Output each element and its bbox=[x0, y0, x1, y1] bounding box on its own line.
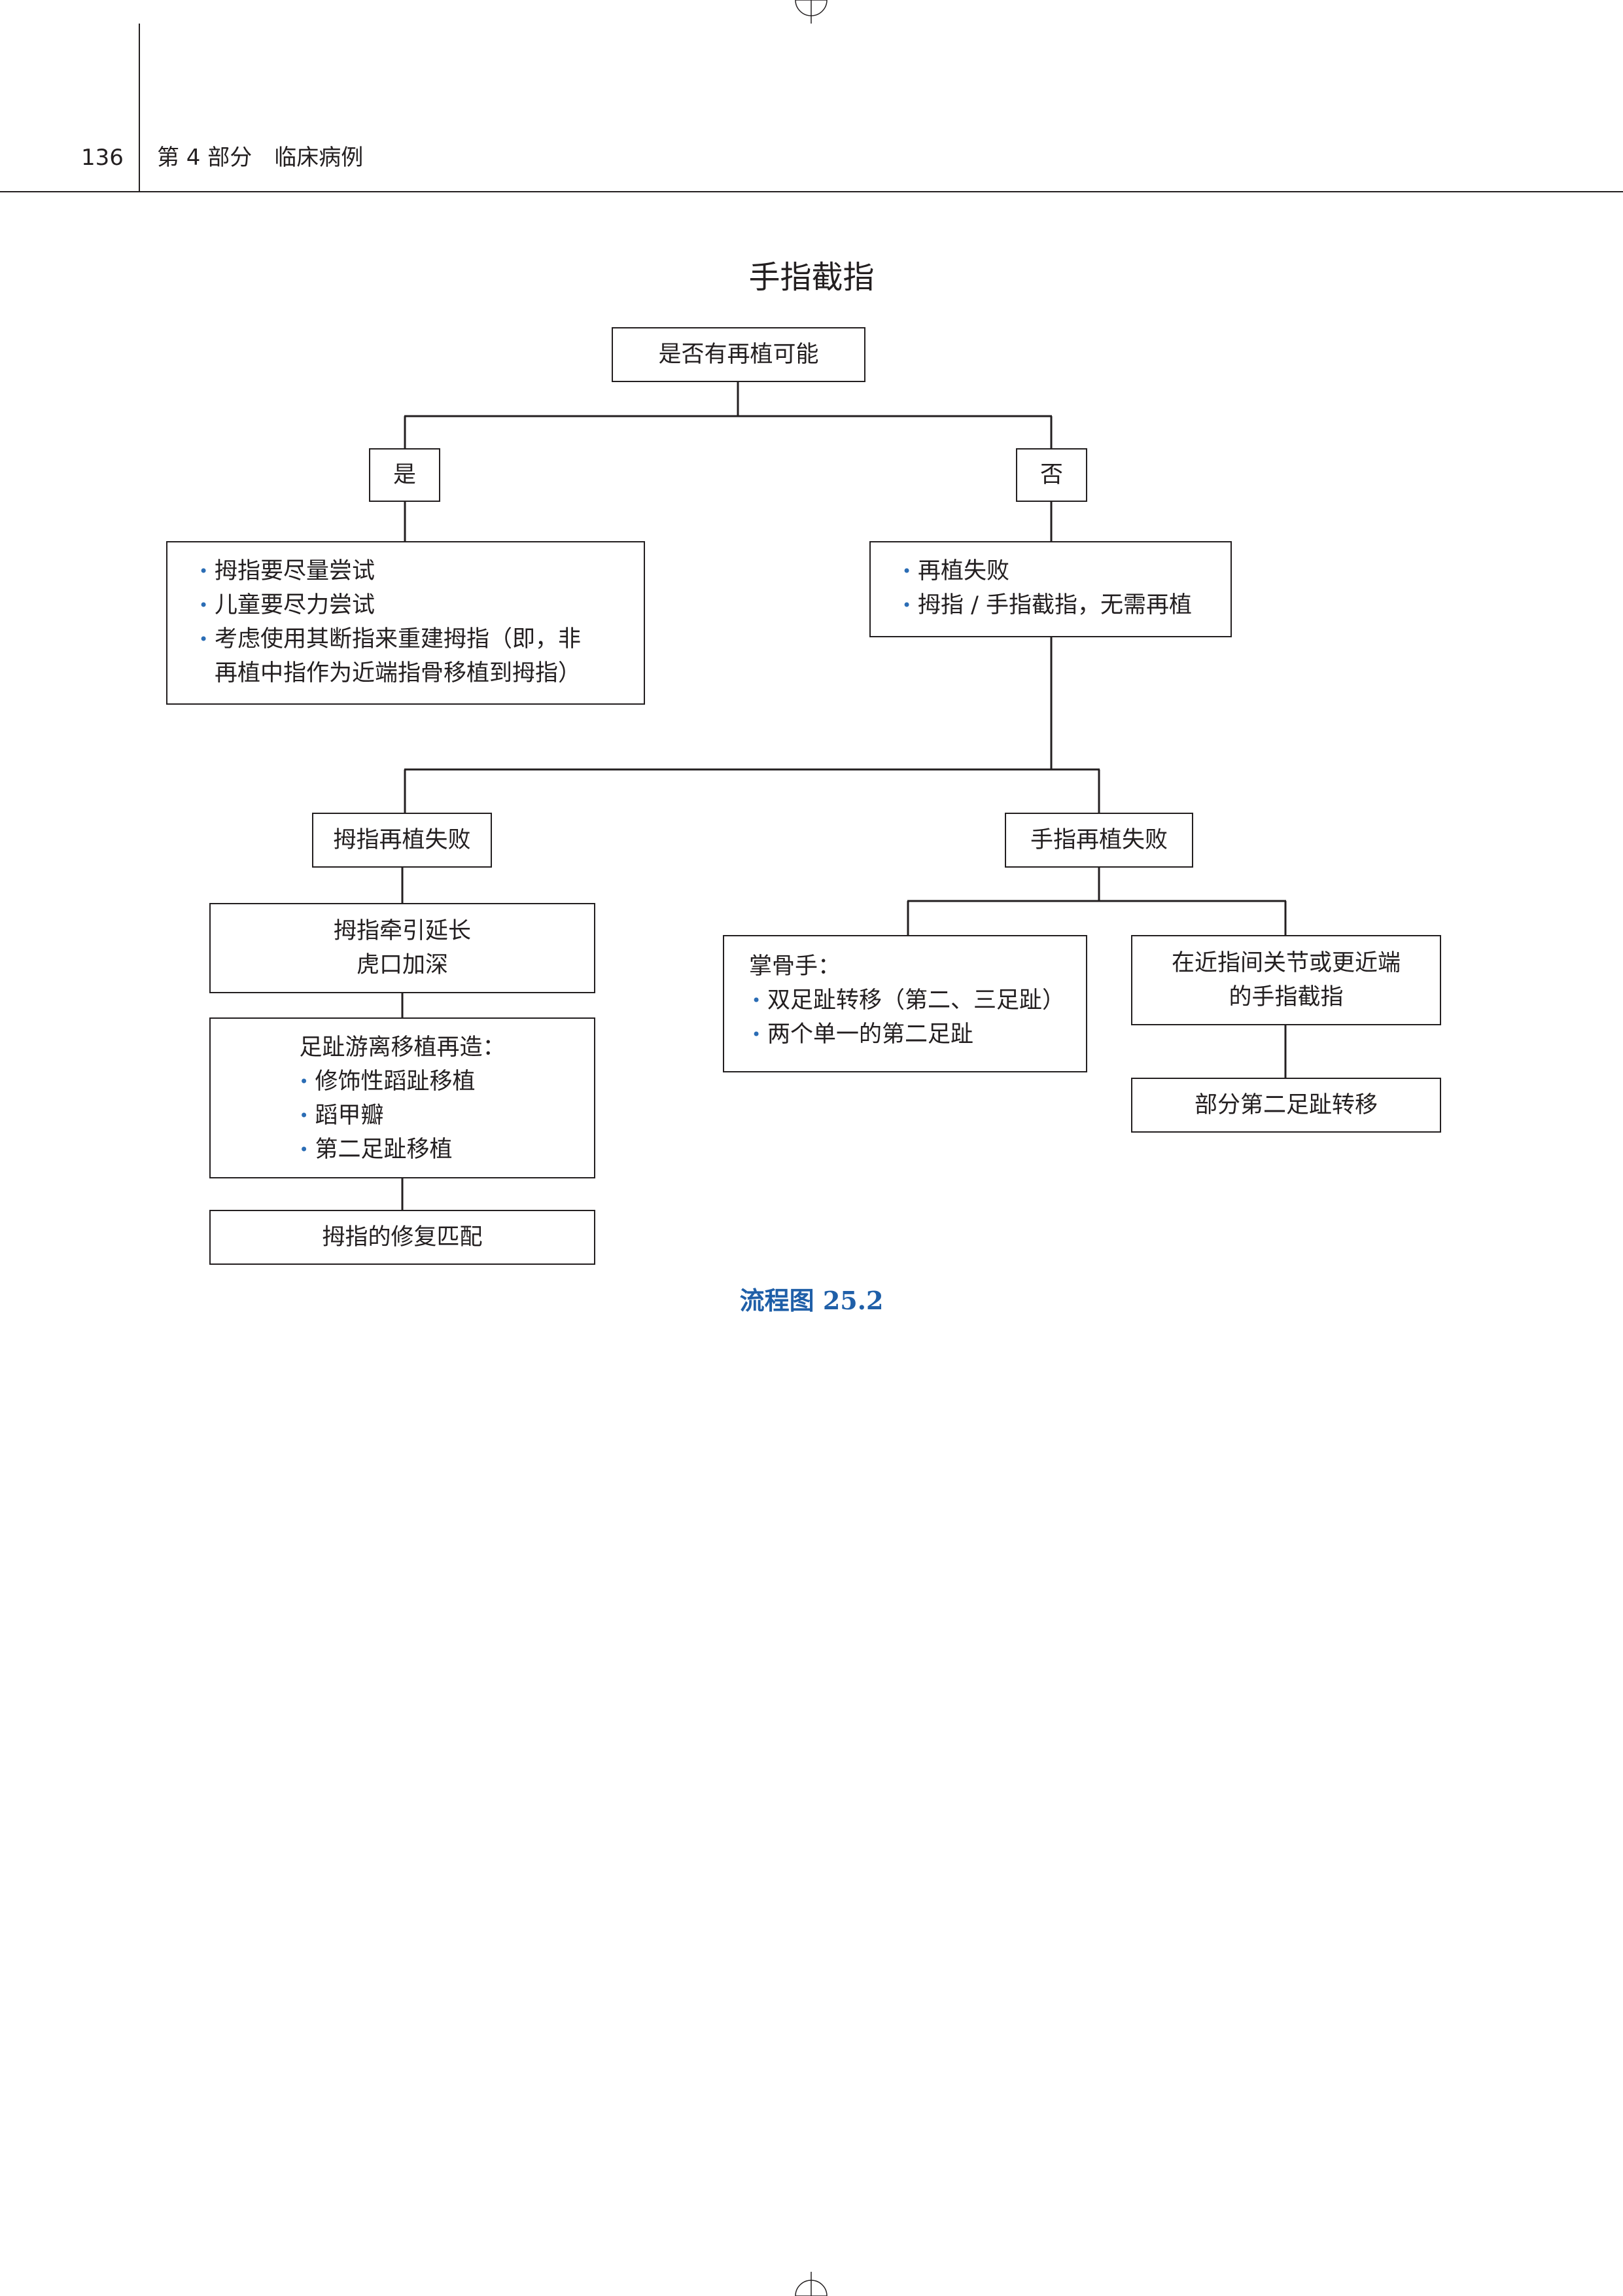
toe-transfer-list: 修饰性蹈趾移植 蹈甲瓣 第二足趾移植 bbox=[299, 1065, 505, 1167]
list-item: 儿童要尽力尝试 bbox=[199, 588, 631, 622]
no-node: 否 bbox=[1016, 448, 1087, 502]
list-item: 双足趾转移（第二、三足趾） bbox=[752, 983, 1073, 1017]
page-number: 136 bbox=[81, 145, 124, 171]
flow-connectors bbox=[401, 381, 1287, 1210]
metacarpal-hand-node: 掌骨手： 双足趾转移（第二、三足趾） 两个单一的第二足趾 bbox=[723, 935, 1087, 1072]
crop-mark-bottom bbox=[795, 2272, 828, 2296]
thumb-distraction-node: 拇指牵引延长 虎口加深 bbox=[209, 903, 595, 993]
list-item: 蹈甲瓣 bbox=[299, 1099, 505, 1133]
no-outcomes-list: 再植失败 拇指 / 手指截指，无需再植 bbox=[902, 554, 1217, 622]
node-text: 的手指截指 bbox=[1229, 984, 1344, 1010]
metacarpal-hand-list: 双足趾转移（第二、三足趾） 两个单一的第二足趾 bbox=[752, 983, 1073, 1051]
partial-toe-transfer-node: 部分第二足趾转移 bbox=[1131, 1078, 1441, 1133]
node-heading: 足趾游离移植再造： bbox=[299, 1034, 506, 1061]
list-item: 修饰性蹈趾移植 bbox=[299, 1065, 505, 1099]
pip-amputation-node: 在近指间关节或更近端 的手指截指 bbox=[1131, 935, 1441, 1025]
finger-replant-failure-node: 手指再植失败 bbox=[1005, 813, 1193, 868]
list-item: 第二足趾移植 bbox=[299, 1133, 505, 1167]
node-text: 拇指牵引延长 bbox=[333, 918, 471, 944]
node-text: 在近指间关节或更近端 bbox=[1171, 950, 1401, 976]
diagram-title: 手指截指 bbox=[748, 259, 875, 296]
yes-actions-list: 拇指要尽量尝试 儿童要尽力尝试 考虑使用其断指来重建拇指（即，非 再植中指作为近… bbox=[199, 554, 631, 690]
list-item-continuation: 再植中指作为近端指骨移植到拇指） bbox=[215, 660, 582, 686]
figure-caption: 流程图 25.2 bbox=[739, 1286, 884, 1315]
crop-mark-top bbox=[795, 0, 828, 24]
yes-actions-node: 拇指要尽量尝试 儿童要尽力尝试 考虑使用其断指来重建拇指（即，非 再植中指作为近… bbox=[166, 541, 645, 705]
list-item: 考虑使用其断指来重建拇指（即，非 再植中指作为近端指骨移植到拇指） bbox=[199, 622, 631, 690]
thumb-replant-failure-node: 拇指再植失败 bbox=[312, 813, 492, 868]
yes-node: 是 bbox=[369, 448, 440, 502]
toe-transfer-node: 足趾游离移植再造： 修饰性蹈趾移植 蹈甲瓣 第二足趾移植 bbox=[209, 1017, 595, 1178]
list-item: 拇指 / 手指截指，无需再植 bbox=[902, 588, 1217, 622]
no-outcomes-node: 再植失败 拇指 / 手指截指，无需再植 bbox=[869, 541, 1232, 637]
node-text: 虎口加深 bbox=[356, 952, 448, 978]
replant-possible-node: 是否有再植可能 bbox=[612, 327, 865, 382]
thumb-match-node: 拇指的修复匹配 bbox=[209, 1210, 595, 1265]
node-heading: 掌骨手： bbox=[749, 953, 841, 980]
list-item: 拇指要尽量尝试 bbox=[199, 554, 631, 588]
list-item: 再植失败 bbox=[902, 554, 1217, 588]
section-title: 第 4 部分 临床病例 bbox=[157, 145, 364, 171]
list-item: 两个单一的第二足趾 bbox=[752, 1017, 1073, 1051]
